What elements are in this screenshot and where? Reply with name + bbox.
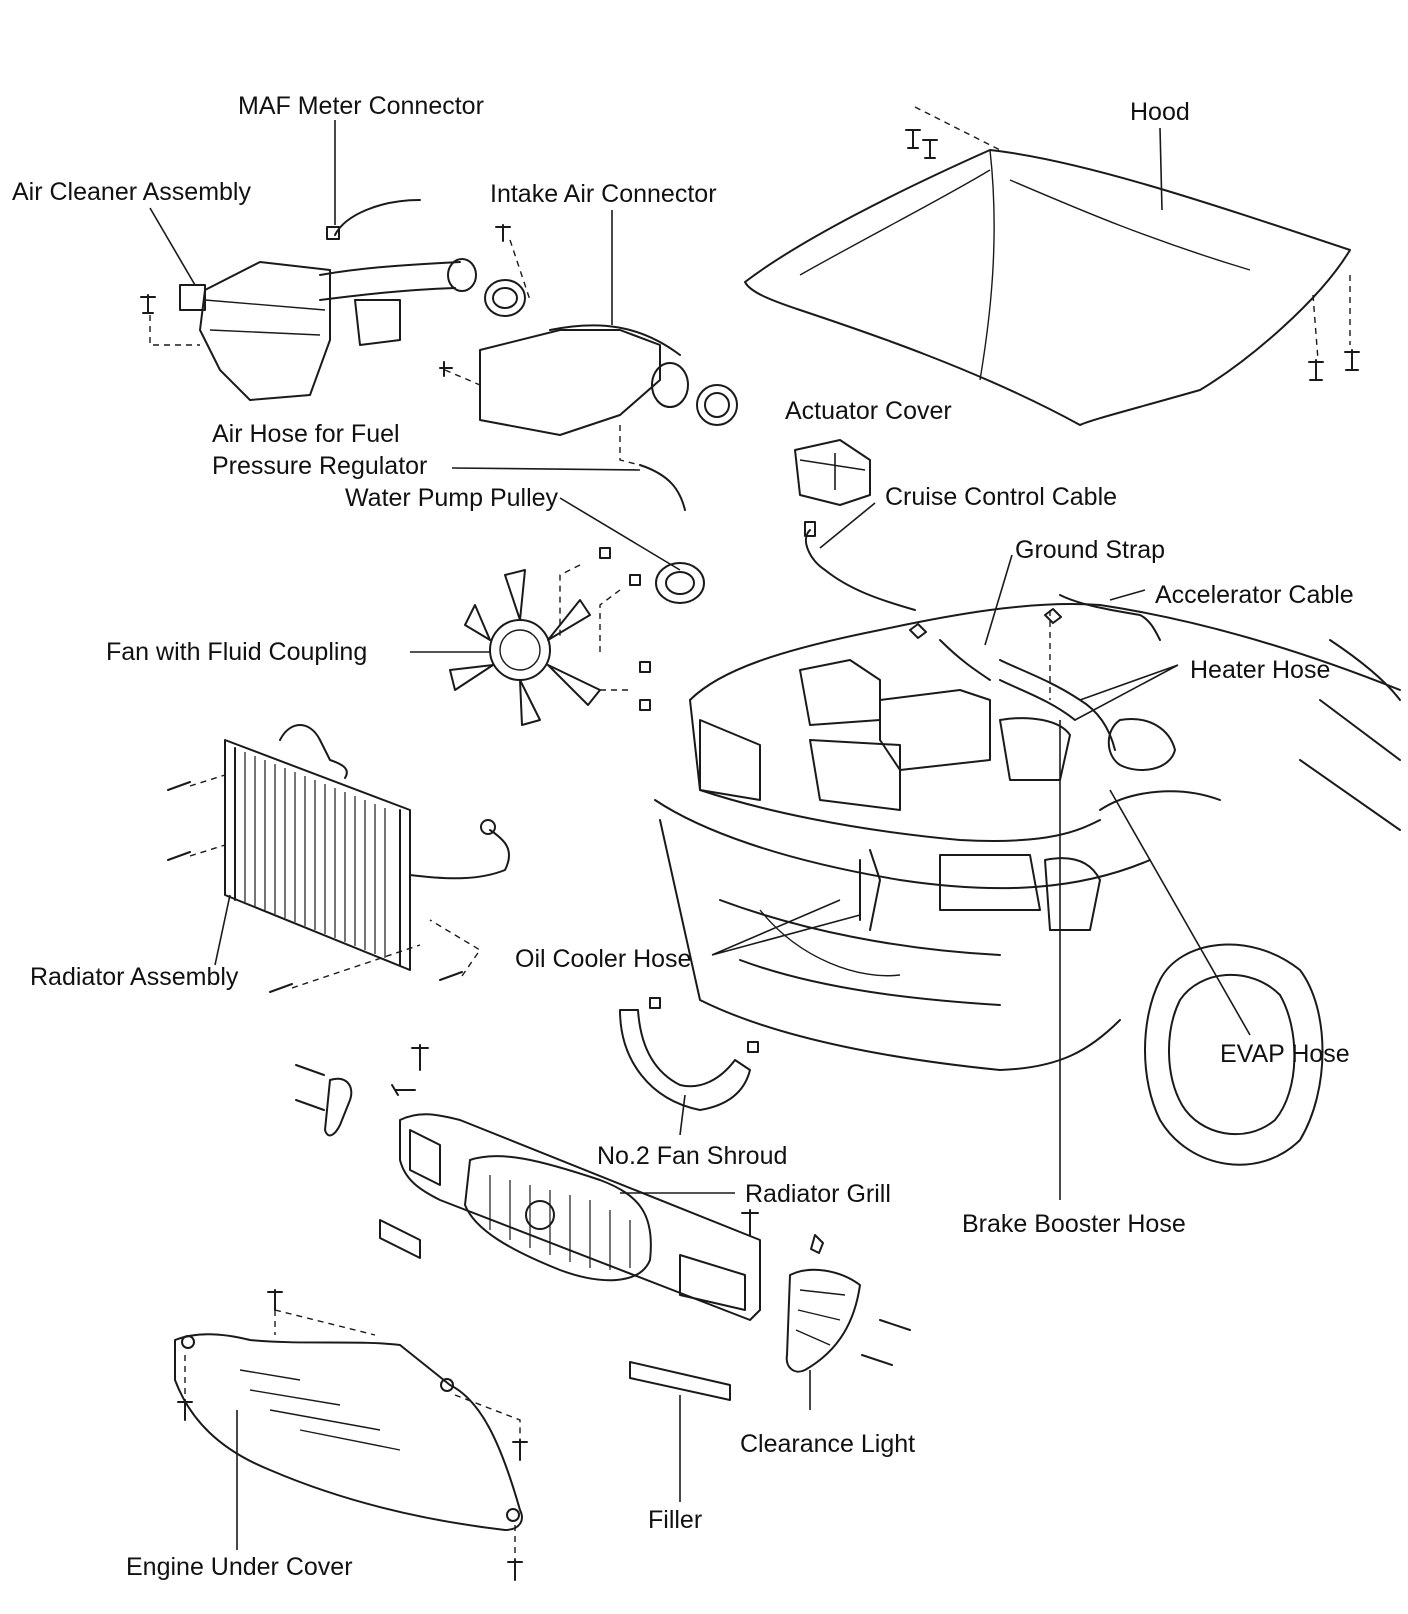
label-clearance-light: Clearance Light xyxy=(740,1430,916,1458)
leader-lines xyxy=(149,120,1251,1550)
intake-air-connector-part xyxy=(439,224,738,511)
label-air-hose-line2: Pressure Regulator xyxy=(212,452,428,480)
hood-bolts xyxy=(905,129,1360,381)
clearance-light-part xyxy=(785,1268,911,1373)
label-engine-under-cover: Engine Under Cover xyxy=(126,1553,353,1581)
no2-fan-shroud-part xyxy=(619,997,759,1111)
water-pump-pulley-part xyxy=(655,562,705,604)
label-no2-fan-shroud: No.2 Fan Shroud xyxy=(597,1142,788,1170)
label-cruise-control-cable: Cruise Control Cable xyxy=(885,483,1118,511)
actuator-cover-part xyxy=(794,439,871,506)
label-ground-strap: Ground Strap xyxy=(1015,536,1166,564)
label-oil-cooler-hose: Oil Cooler Hose xyxy=(515,945,692,973)
vehicle-body xyxy=(654,603,1401,1166)
label-actuator-cover: Actuator Cover xyxy=(785,397,952,425)
label-evap-hose: EVAP Hose xyxy=(1220,1040,1350,1068)
label-radiator-assembly: Radiator Assembly xyxy=(30,963,239,991)
label-fan-with-fluid-coupling: Fan with Fluid Coupling xyxy=(106,638,368,666)
label-accelerator-cable: Accelerator Cable xyxy=(1155,581,1354,609)
label-air-hose-line1: Air Hose for Fuel xyxy=(212,420,400,448)
hood-part xyxy=(744,106,1351,426)
label-maf-meter-connector: MAF Meter Connector xyxy=(238,92,484,120)
label-radiator-grill: Radiator Grill xyxy=(745,1180,891,1208)
engine-hoses xyxy=(909,594,1161,751)
label-intake-air-connector: Intake Air Connector xyxy=(490,180,717,208)
grill-fasteners xyxy=(295,1044,824,1259)
label-air-cleaner-assembly: Air Cleaner Assembly xyxy=(12,178,251,206)
label-heater-hose: Heater Hose xyxy=(1190,656,1331,684)
radiator-grill-part xyxy=(399,1113,761,1321)
cruise-control-cable-part xyxy=(804,521,916,611)
label-filler: Filler xyxy=(648,1506,703,1534)
fan-with-fluid-coupling-part xyxy=(449,547,651,726)
label-hood: Hood xyxy=(1130,98,1190,126)
label-brake-booster-hose: Brake Booster Hose xyxy=(962,1210,1186,1238)
filler-part xyxy=(629,1361,731,1401)
air-cleaner-assembly-part xyxy=(140,199,477,401)
label-water-pump-pulley: Water Pump Pulley xyxy=(345,484,559,512)
engine-under-cover-part xyxy=(174,1289,528,1581)
radiator-assembly-part xyxy=(167,724,510,993)
